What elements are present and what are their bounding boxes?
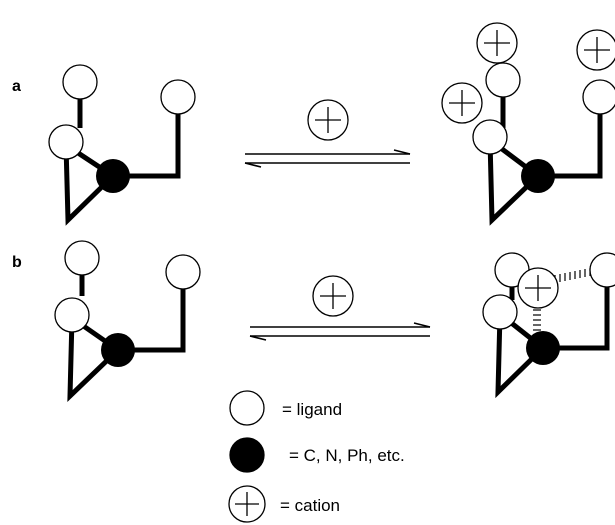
ligand-circle — [165, 254, 201, 290]
cation-symbol — [441, 82, 483, 124]
ligand-circle — [472, 119, 508, 155]
panel-a-label: a — [12, 78, 21, 95]
ligand-circle — [48, 124, 84, 160]
center-atom — [96, 159, 130, 193]
cation-symbol — [312, 275, 354, 317]
cation-symbol — [476, 22, 518, 64]
ligand-circle — [64, 240, 100, 276]
center-atom — [521, 159, 555, 193]
scaffold-b-left — [67, 265, 186, 403]
scaffold-a-left — [63, 90, 181, 226]
legend-center-icon — [229, 437, 265, 473]
ligand-circle — [160, 79, 196, 115]
ligand-circle — [582, 79, 615, 115]
legend-cation-icon — [228, 485, 266, 523]
ligand-circle — [54, 297, 90, 333]
ligand-circle — [485, 62, 521, 98]
ligand-circle — [482, 294, 518, 330]
cation-symbol — [517, 267, 559, 309]
cation-symbol — [307, 99, 349, 141]
legend-ligand-icon — [229, 390, 265, 426]
equilibrium-arrow-b — [249, 322, 431, 341]
legend-cation-text: = cation — [280, 496, 341, 515]
center-atom — [526, 331, 560, 365]
equilibrium-arrow-a — [244, 149, 411, 168]
ligand-circle — [62, 64, 98, 100]
scaffold-a-right — [487, 92, 603, 226]
cation-symbol — [576, 29, 615, 71]
center-atom — [101, 333, 135, 367]
ligand-circle — [589, 252, 615, 288]
legend-center-text: = C, N, Ph, etc. — [289, 446, 405, 465]
cation-center-interaction — [533, 309, 541, 331]
legend-ligand-text: = ligand — [282, 400, 343, 419]
panel-b-label: b — [12, 254, 22, 271]
